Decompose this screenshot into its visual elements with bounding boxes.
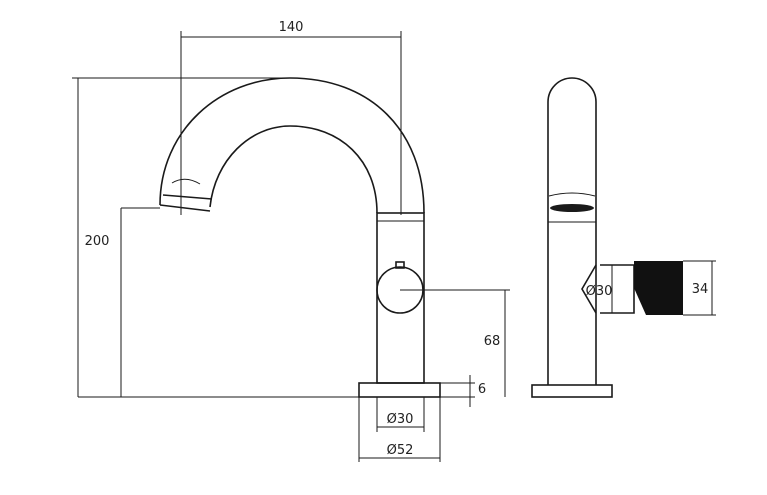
dim-d30-label: Ø30 bbox=[387, 412, 414, 427]
faucet-base bbox=[358, 382, 441, 398]
dim-34-lines bbox=[683, 260, 716, 316]
dim-d30-lines bbox=[376, 397, 425, 432]
dim-6-lines bbox=[440, 375, 475, 407]
side-view: Ø30 34 bbox=[531, 77, 716, 398]
aerator-symbol bbox=[171, 178, 201, 185]
spout-tip bbox=[159, 194, 213, 212]
side-handle-cone bbox=[581, 264, 597, 314]
side-aerator-top bbox=[548, 192, 596, 197]
side-handle-grip bbox=[634, 261, 683, 315]
side-base bbox=[531, 384, 613, 398]
dim-d52-lines bbox=[358, 397, 441, 462]
dim-side-d30-label: Ø30 bbox=[586, 284, 613, 299]
dim-d52-label: Ø52 bbox=[387, 443, 414, 458]
front-view: 140 200 68 6 Ø30 Ø52 bbox=[72, 20, 510, 462]
dim-200-label: 200 bbox=[85, 234, 110, 249]
dim-68-lines bbox=[400, 289, 510, 397]
dim-6-label: 6 bbox=[478, 382, 486, 397]
spout-inner bbox=[209, 125, 378, 214]
side-body bbox=[547, 77, 597, 385]
dim-140-label: 140 bbox=[279, 20, 304, 35]
dim-34-label: 34 bbox=[692, 282, 709, 297]
handle-marker bbox=[395, 261, 405, 269]
side-handle-neck bbox=[600, 264, 635, 314]
dim-68-label: 68 bbox=[484, 334, 501, 349]
spout-height-line bbox=[120, 207, 160, 397]
dim-200-lines bbox=[72, 77, 290, 397]
spout-outer bbox=[159, 77, 425, 214]
faucet-body bbox=[376, 212, 425, 384]
dim-140-lines bbox=[180, 31, 402, 215]
side-aerator bbox=[550, 204, 594, 212]
